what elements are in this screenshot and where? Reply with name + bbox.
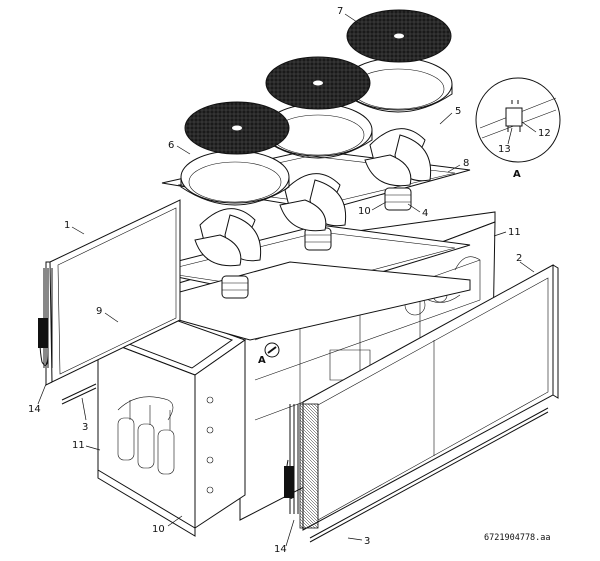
callout-13: 13 bbox=[498, 144, 511, 155]
detail-a-marker: A bbox=[258, 342, 280, 366]
fan-motors bbox=[221, 187, 412, 299]
callout-7: 7 bbox=[337, 6, 343, 17]
fan-impellers bbox=[194, 128, 432, 267]
right-coil-header-pipes bbox=[284, 404, 299, 514]
detail-inset-label: A bbox=[513, 169, 521, 180]
callout-10-bottom: 10 bbox=[152, 524, 165, 535]
detail-marker-label: A bbox=[258, 355, 266, 366]
callout-5: 5 bbox=[455, 106, 461, 117]
callout-2: 2 bbox=[516, 253, 522, 264]
callout-6: 6 bbox=[168, 140, 174, 151]
callout-3-right: 3 bbox=[364, 536, 370, 547]
fan-motor-right bbox=[384, 187, 412, 211]
impeller-middle bbox=[279, 173, 347, 232]
document-id: 6721904778.aa bbox=[484, 533, 551, 543]
callout-14-right: 14 bbox=[274, 544, 287, 555]
fan-grille-left bbox=[184, 101, 290, 155]
leader-lines bbox=[37, 13, 537, 547]
callout-14-left: 14 bbox=[28, 404, 41, 415]
fan-grille-middle bbox=[265, 56, 371, 110]
callout-3-left: 3 bbox=[82, 422, 88, 433]
left-coil-header-pipes bbox=[38, 268, 53, 368]
fan-grille-right bbox=[346, 9, 452, 63]
callout-9: 9 bbox=[96, 306, 102, 317]
fan-grilles bbox=[184, 9, 452, 155]
compressors bbox=[117, 396, 175, 475]
left-coil-panel bbox=[38, 199, 181, 386]
callout-12: 12 bbox=[538, 128, 551, 139]
bottom-rails bbox=[61, 383, 549, 543]
fan-shroud-rings bbox=[180, 57, 453, 206]
callout-11-right: 11 bbox=[508, 227, 521, 238]
callout-1: 1 bbox=[64, 220, 70, 231]
callout-11-left: 11 bbox=[72, 440, 85, 451]
detail-a-inset: A bbox=[475, 77, 561, 180]
impeller-right bbox=[364, 128, 432, 187]
impeller-left bbox=[194, 208, 262, 267]
fan-motor-middle bbox=[304, 227, 332, 251]
callout-labels: 1 2 3 3 4 5 6 7 8 9 10 10 11 11 12 13 14… bbox=[28, 6, 551, 555]
callout-10-top: 10 bbox=[358, 206, 371, 217]
right-coil-panel bbox=[284, 264, 559, 531]
callout-8: 8 bbox=[463, 158, 469, 169]
callout-4: 4 bbox=[422, 208, 428, 219]
fan-motor-left bbox=[221, 275, 249, 299]
